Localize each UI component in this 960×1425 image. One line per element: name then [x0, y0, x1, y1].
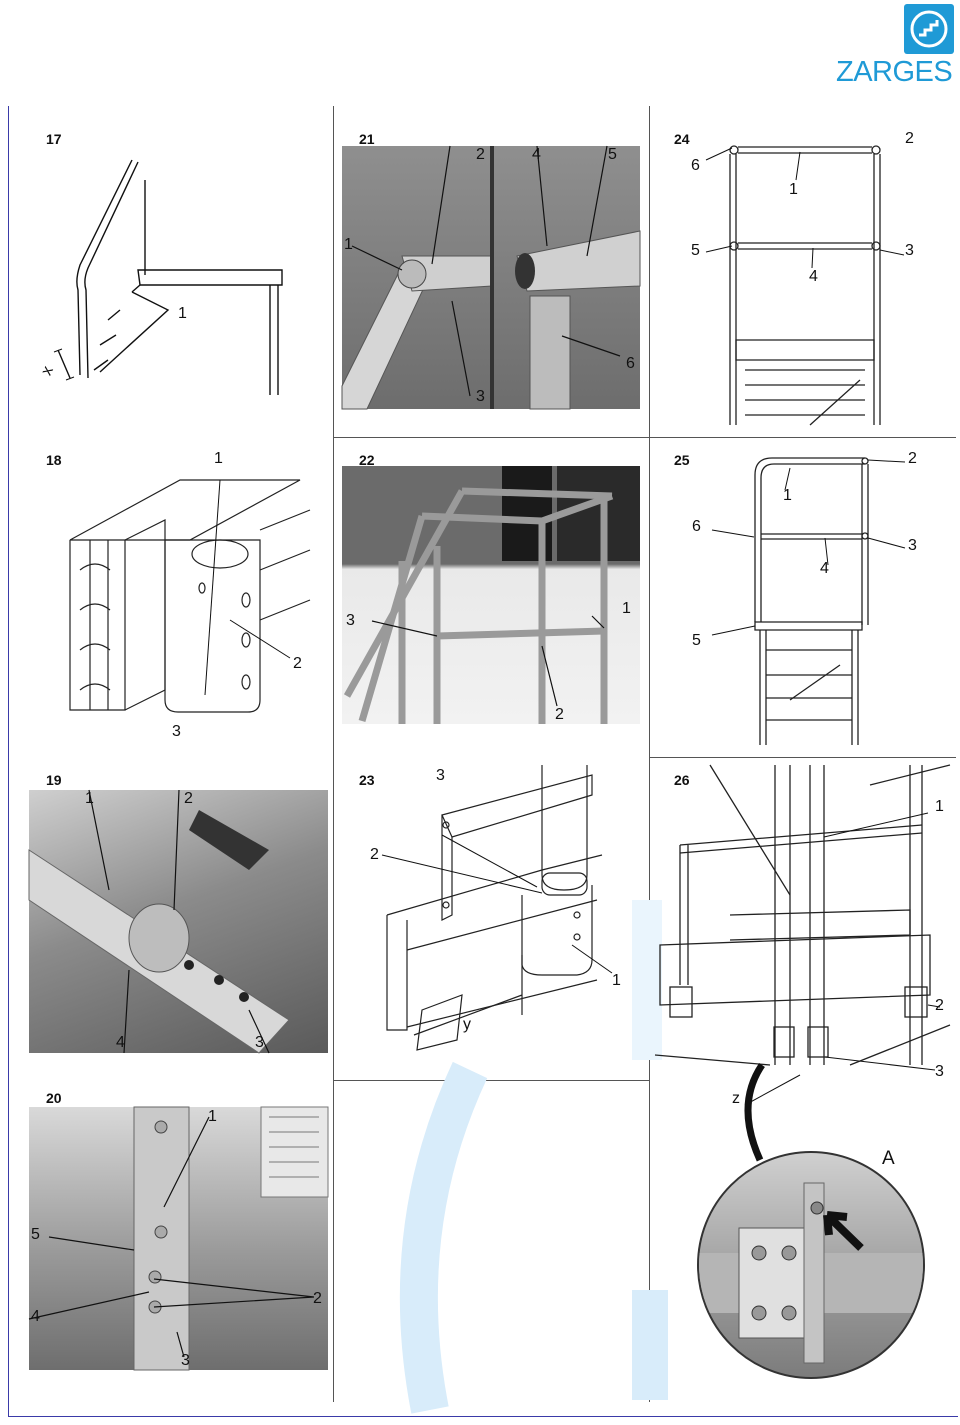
detail-a-photo	[697, 1151, 925, 1379]
figure-number: 23	[359, 772, 375, 788]
callout-2: 2	[908, 450, 917, 467]
callout-A: A	[882, 1148, 895, 1169]
photo-detail	[28, 1106, 329, 1371]
frame-left-border	[8, 106, 9, 1416]
photo-detail	[341, 145, 641, 410]
callout-2: 2	[370, 846, 379, 863]
figure-24-drawing	[705, 145, 905, 426]
callout-4: 4	[820, 560, 829, 577]
photo-detail	[28, 789, 290, 1054]
callout-4: 4	[532, 146, 541, 163]
callout-5: 5	[692, 632, 701, 649]
zarges-logo-icon	[904, 4, 954, 54]
figure-number: 24	[674, 131, 690, 147]
callout-1: 1	[783, 487, 792, 504]
callout-3: 3	[181, 1352, 190, 1369]
figure-number: 18	[46, 452, 62, 468]
figure-21-photo	[341, 145, 641, 410]
callout-2: 2	[476, 146, 485, 163]
frame-bottom-border	[8, 1416, 958, 1417]
grid-divider	[650, 757, 956, 758]
figure-number: 25	[674, 452, 690, 468]
callout-1: 1	[208, 1108, 217, 1125]
callout-5: 5	[608, 146, 617, 163]
callout-3: 3	[436, 767, 445, 784]
callout-z: z	[732, 1090, 740, 1107]
callout-2: 2	[905, 130, 914, 147]
figure-number: 21	[359, 131, 375, 147]
callout-5: 5	[31, 1226, 40, 1243]
figure-number: 20	[46, 1090, 62, 1106]
callout-1: 1	[85, 790, 94, 807]
figure-19-photo	[28, 789, 328, 1054]
callout-5: 5	[691, 242, 700, 259]
figure-number: 22	[359, 452, 375, 468]
callout-3: 3	[908, 537, 917, 554]
grid-divider	[334, 437, 649, 438]
callout-2: 2	[184, 790, 193, 807]
callout-2: 2	[935, 997, 944, 1014]
callout-1: 1	[612, 972, 621, 989]
callout-2: 2	[293, 655, 302, 672]
figure-number: 26	[674, 772, 690, 788]
figure-18-drawing	[69, 479, 311, 713]
brand-name: ZARGES	[836, 56, 953, 88]
grid-divider	[649, 106, 650, 1402]
callout-1: 1	[178, 305, 187, 322]
callout-4: 4	[809, 268, 818, 285]
figure-22-photo	[342, 466, 640, 724]
grid-divider	[333, 106, 334, 1402]
callout-6: 6	[691, 157, 700, 174]
callout-y: y	[463, 1016, 471, 1033]
callout-1: 1	[344, 236, 353, 253]
callout-6: 6	[692, 518, 701, 535]
figure-25-drawing	[711, 457, 906, 745]
grid-divider	[650, 437, 956, 438]
grid-divider	[334, 1080, 649, 1081]
callout-2: 2	[555, 706, 564, 723]
callout-3: 3	[905, 242, 914, 259]
callout-3: 3	[172, 723, 181, 740]
callout-4: 4	[31, 1308, 40, 1325]
stairs-icon	[910, 10, 948, 48]
callout-4: 4	[116, 1034, 125, 1051]
figure-26-drawing	[654, 764, 951, 1162]
callout-6: 6	[626, 355, 635, 372]
figure-23-drawing	[381, 765, 613, 1051]
callout-3: 3	[935, 1063, 944, 1080]
callout-1: 1	[935, 798, 944, 815]
callout-3: 3	[346, 612, 355, 629]
callout-2: 2	[313, 1290, 322, 1307]
photo-detail	[343, 466, 640, 724]
callout-3: 3	[255, 1034, 264, 1051]
figure-number: 19	[46, 772, 62, 788]
figure-20-photo	[28, 1106, 329, 1371]
callout-1: 1	[622, 600, 631, 617]
callout-1: 1	[789, 181, 798, 198]
callout-1: 1	[214, 450, 223, 467]
photo-detail	[699, 1182, 923, 1364]
callout-3: 3	[476, 388, 485, 405]
figure-number: 17	[46, 131, 62, 147]
figure-17-drawing	[53, 159, 283, 395]
